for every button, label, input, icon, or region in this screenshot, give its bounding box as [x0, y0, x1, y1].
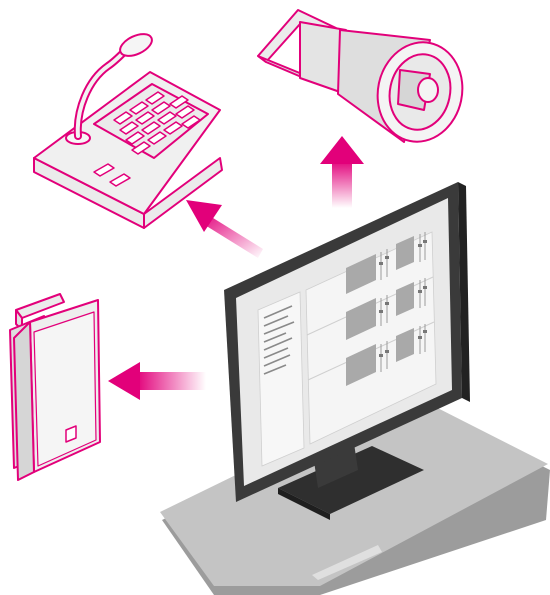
arrow-to-horn-icon [320, 136, 364, 208]
horn-loudspeaker-icon [257, 9, 464, 143]
paging-microphone-console-icon [33, 33, 223, 229]
arrow-to-console-icon [186, 200, 263, 258]
wall-loudspeaker-icon [9, 293, 101, 481]
computer-monitor-icon [224, 182, 470, 520]
arrow-to-wall-speaker-icon [108, 362, 206, 400]
